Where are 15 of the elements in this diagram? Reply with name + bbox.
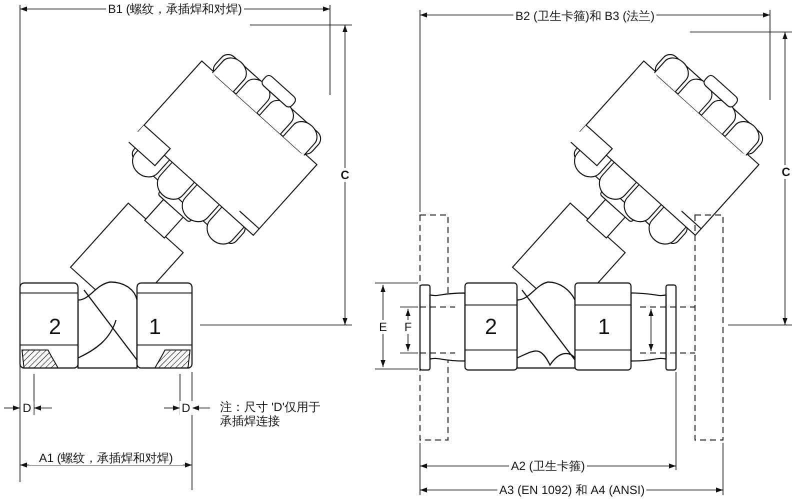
dimension-label: A2 (卫生卡箍) [509,459,587,473]
dimension-label: A1 (螺纹，承插焊和对焊) [29,451,183,465]
dimension-label: D [20,401,34,415]
port-number: 1 [148,315,162,339]
dimension-label: C [780,165,792,179]
port-number: 2 [484,315,498,339]
dimension-label: C [338,168,352,182]
port-number: 1 [596,315,612,339]
port-number: 2 [48,315,62,339]
dimension-label: B1 (螺纹，承插焊和对焊) [106,2,244,16]
dimension-label: E [377,320,389,334]
dimension-label: A3 (EN 1092) 和 A4 (ANSI) [497,483,647,497]
dimension-label: F [402,320,414,334]
dimension-label: B2 (卫生卡箍)和 B3 (法兰) [513,9,657,23]
dimension-label: D [180,401,192,415]
